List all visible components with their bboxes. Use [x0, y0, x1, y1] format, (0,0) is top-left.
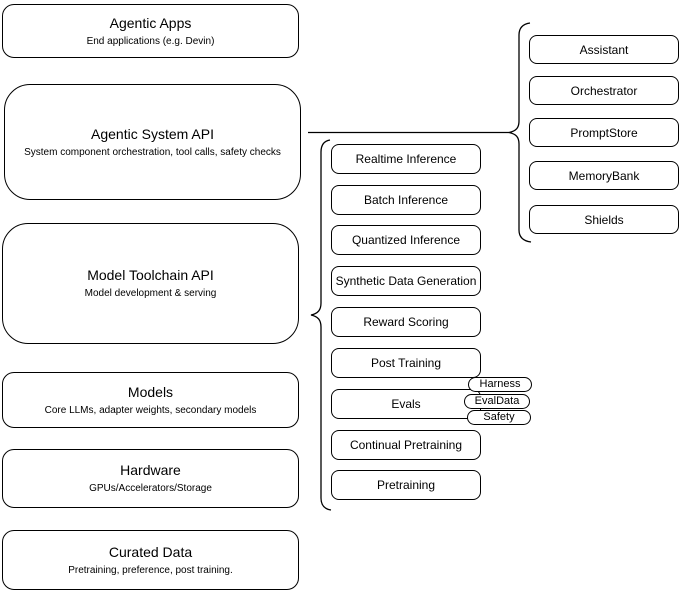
node-reward-scoring: Reward Scoring: [331, 307, 481, 337]
node-hardware: Hardware GPUs/Accelerators/Storage: [2, 449, 299, 508]
pill-safety: Safety: [467, 410, 531, 425]
node-subtitle: Pretraining, preference, post training.: [68, 564, 233, 576]
node-title: Agentic Apps: [109, 14, 192, 31]
node-quantized-inference: Quantized Inference: [331, 225, 481, 255]
node-continual-pretraining: Continual Pretraining: [331, 430, 481, 460]
node-title: Curated Data: [108, 543, 193, 560]
node-model-toolchain-api: Model Toolchain API Model development & …: [2, 223, 299, 344]
node-realtime-inference: Realtime Inference: [331, 144, 481, 174]
node-post-training: Post Training: [331, 348, 481, 378]
node-models: Models Core LLMs, adapter weights, secon…: [2, 372, 299, 428]
node-synthetic-data-generation: Synthetic Data Generation: [331, 266, 481, 296]
node-subtitle: System component orchestration, tool cal…: [24, 146, 281, 158]
node-subtitle: End applications (e.g. Devin): [86, 35, 215, 47]
node-title: Agentic System API: [91, 125, 214, 142]
node-title: Models: [127, 383, 174, 400]
node-batch-inference: Batch Inference: [331, 185, 481, 215]
node-promptstore: PromptStore: [529, 118, 679, 147]
node-memorybank: MemoryBank: [529, 161, 679, 190]
node-orchestrator: Orchestrator: [529, 76, 679, 105]
node-pretraining: Pretraining: [331, 470, 481, 500]
node-subtitle: GPUs/Accelerators/Storage: [89, 483, 212, 494]
node-assistant: Assistant: [529, 35, 679, 64]
node-subtitle: Core LLMs, adapter weights, secondary mo…: [44, 404, 257, 416]
pill-harness: Harness: [468, 377, 532, 392]
node-title: Model Toolchain API: [87, 267, 214, 283]
node-subtitle: Model development & serving: [84, 288, 217, 299]
node-agentic-system-api: Agentic System API System component orch…: [4, 84, 301, 200]
pill-evaldata: EvalData: [464, 394, 530, 409]
right-column-brace: [508, 22, 532, 243]
node-evals: Evals: [331, 389, 481, 419]
node-shields: Shields: [529, 205, 679, 234]
node-title: Hardware: [120, 462, 181, 478]
node-curated-data: Curated Data Pretraining, preference, po…: [2, 530, 299, 590]
node-agentic-apps: Agentic Apps End applications (e.g. Devi…: [2, 4, 299, 58]
middle-column-brace: [310, 139, 332, 511]
